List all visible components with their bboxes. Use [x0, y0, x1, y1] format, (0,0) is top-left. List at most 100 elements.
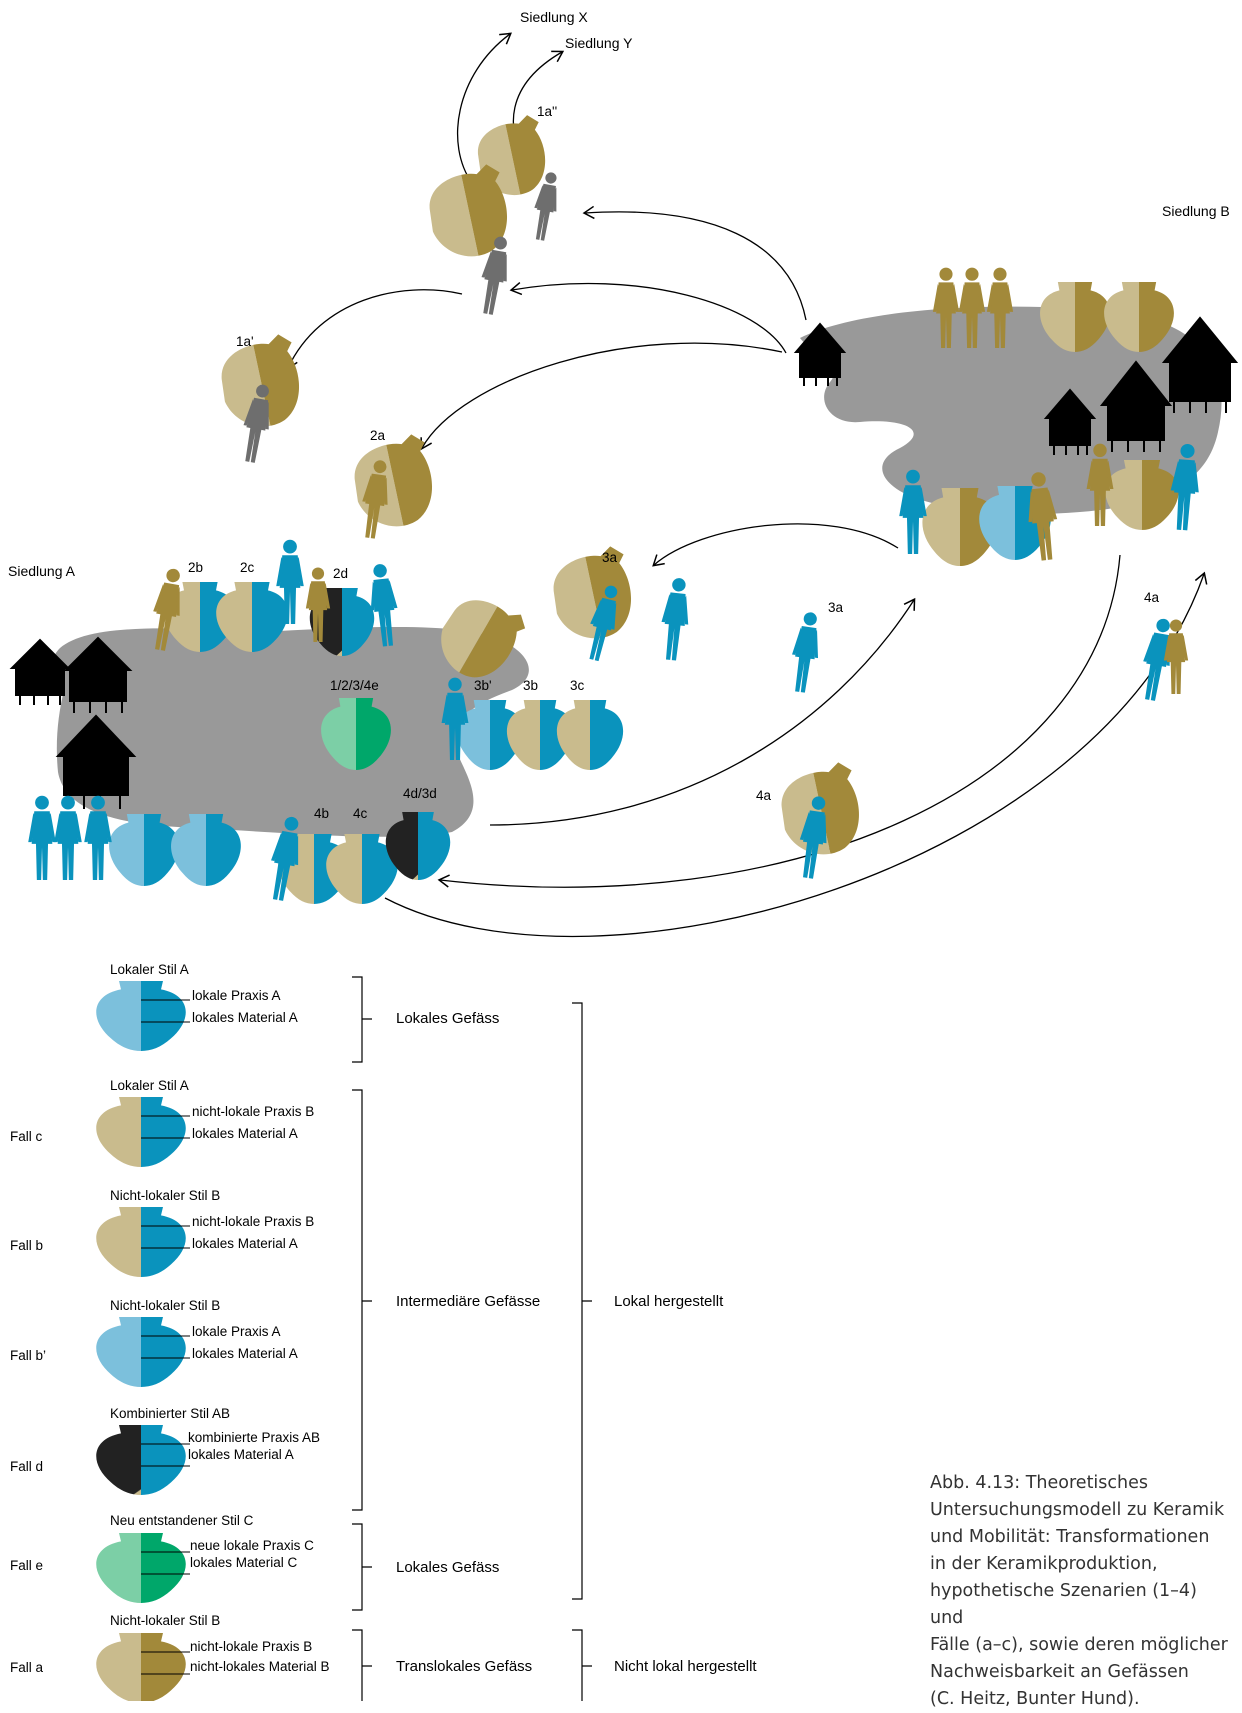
- legend-pot-icon: [96, 1533, 186, 1603]
- legend-leader-lines: [141, 1115, 190, 1139]
- legend-case: Fall b: [10, 1238, 43, 1253]
- legend-line2: lokales Material A: [192, 1346, 298, 1361]
- legend-style-label: Nicht-lokaler Stil B: [110, 1298, 220, 1313]
- legend-leader-lines: [141, 999, 190, 1023]
- legend-pot-icon: [96, 1317, 186, 1387]
- caption-line: Abb. 4.13: Theoretisches: [930, 1473, 1149, 1493]
- legend-line1: lokale Praxis A: [192, 988, 281, 1003]
- legend-group-label: Lokales Gefäss: [396, 1010, 499, 1027]
- legend-pot-icon: [96, 1633, 186, 1701]
- caption-line: hypothetische Szenarien (1–4) und: [930, 1581, 1197, 1628]
- legend-outer-label: Nicht lokal hergestellt: [614, 1658, 757, 1675]
- person-icon: [370, 564, 398, 647]
- legend-case: Fall e: [10, 1558, 43, 1573]
- scenario-label: 1a': [236, 334, 254, 349]
- legend-line1: nicht-lokale Praxis B: [190, 1639, 312, 1654]
- legend-leader-lines: [141, 1443, 190, 1467]
- legend-case: Fall c: [10, 1129, 43, 1144]
- person-icon: [305, 567, 331, 642]
- legend-line2: lokales Material A: [188, 1447, 294, 1462]
- legend-pot-icon: [96, 1097, 186, 1167]
- legend-row: Nicht-lokaler Stil B nicht-lokale Praxis…: [10, 1613, 330, 1675]
- scenario-label: 3c: [570, 678, 585, 693]
- settlement-a-label: Siedlung A: [8, 563, 76, 579]
- legend-group-label: Lokales Gefäss: [396, 1559, 499, 1576]
- legend-group-label: Intermediäre Gefässe: [396, 1293, 540, 1310]
- legend-leader-lines: [141, 1225, 190, 1249]
- settlement-a-area: [52, 626, 529, 837]
- caption-line: Nachweisbarkeit an Gefässen: [930, 1662, 1189, 1682]
- caption-line: und Mobilität: Transformationen: [930, 1527, 1210, 1547]
- legend-line2: lokales Material A: [192, 1010, 298, 1025]
- person-icon: [958, 267, 986, 348]
- legend-style-label: Kombinierter Stil AB: [110, 1406, 230, 1421]
- person-icon: [661, 578, 689, 661]
- legend-row: Lokaler Stil A lokale Praxis A lokales M…: [110, 962, 298, 1025]
- settlement-b-label: Siedlung B: [1162, 203, 1230, 219]
- scenario-label: 2d: [333, 566, 348, 581]
- person-icon: [481, 236, 507, 315]
- caption-line: Fälle (a–c), sowie deren möglicher: [930, 1635, 1228, 1655]
- legend-row: Kombinierter Stil AB kombinierte Praxis …: [10, 1406, 320, 1474]
- person-icon: [1143, 618, 1170, 701]
- person-icon: [362, 460, 388, 539]
- scenario-label: 3a: [828, 600, 844, 615]
- legend-line2: nicht-lokales Material B: [190, 1659, 330, 1674]
- person-icon: [799, 796, 827, 879]
- person-icon: [986, 267, 1014, 348]
- carried-pot-icon: [346, 432, 441, 535]
- legend-leader-lines: [141, 1335, 190, 1359]
- person-icon: [28, 795, 56, 880]
- scenario-label: 3b: [523, 678, 538, 693]
- person-icon: [1163, 619, 1189, 694]
- scenario-label: 4a: [756, 788, 772, 803]
- scenario-labels: 1a'' 1a' 2a 2b 2c 2d 3a 3a 3b' 3b 3c 1/2…: [188, 104, 1160, 821]
- scenario-label: 4a: [1144, 590, 1160, 605]
- scenario-label: 3b': [474, 678, 492, 693]
- house-icon: [1161, 316, 1239, 413]
- settlement-b-area: [800, 306, 1222, 515]
- legend: Lokaler Stil A lokale Praxis A lokales M…: [10, 962, 757, 1701]
- movement-arrows: [285, 32, 1208, 938]
- person-icon: [534, 172, 557, 241]
- legend-line2: lokales Material C: [190, 1555, 298, 1570]
- person-icon: [84, 795, 112, 880]
- caption-line: (C. Heitz, Bunter Hund).: [930, 1689, 1140, 1709]
- legend-case: Fall a: [10, 1660, 44, 1675]
- legend-style-label: Neu entstandener Stil C: [110, 1513, 254, 1528]
- caption-line: Untersuchungsmodell zu Keramik: [930, 1500, 1225, 1520]
- person-icon: [153, 568, 180, 651]
- legend-line1: lokale Praxis A: [192, 1324, 281, 1339]
- legend-outer-label: Lokal hergestellt: [614, 1293, 724, 1310]
- house-icon: [55, 714, 137, 809]
- person-icon: [792, 612, 819, 693]
- person-icon: [899, 469, 927, 554]
- house-icon: [793, 322, 847, 386]
- pot-icon: [556, 700, 624, 770]
- person-icon: [1086, 443, 1114, 526]
- legend-leader-lines: [141, 1651, 190, 1675]
- scenario-label: 4c: [353, 806, 368, 821]
- house-icon: [1099, 360, 1173, 452]
- legend-style-label: Lokaler Stil A: [110, 962, 189, 977]
- scenario-label: 2a: [370, 428, 386, 443]
- legend-line1: neue lokale Praxis C: [190, 1538, 314, 1553]
- legend-case: Fall b’: [10, 1348, 46, 1363]
- legend-line2: lokales Material A: [192, 1126, 298, 1141]
- legend-brackets: [352, 976, 592, 1701]
- settlement-x-label: Siedlung X: [520, 9, 588, 25]
- person-icon: [54, 795, 82, 880]
- houses: [9, 316, 1239, 809]
- person-icon: [589, 585, 618, 662]
- scenario-label: 4d/3d: [403, 786, 437, 801]
- legend-row: Nicht-lokaler Stil B nicht-lokale Praxis…: [10, 1188, 314, 1253]
- person-icon: [276, 539, 304, 624]
- person-icon: [932, 267, 960, 348]
- pot-icon: [1040, 282, 1110, 352]
- legend-style-label: Nicht-lokaler Stil B: [110, 1188, 220, 1203]
- scenario-label: 2c: [240, 560, 255, 575]
- legend-leader-lines: [141, 1551, 190, 1575]
- scenario-label: 1a'': [537, 104, 557, 119]
- person-icon: [1028, 472, 1058, 561]
